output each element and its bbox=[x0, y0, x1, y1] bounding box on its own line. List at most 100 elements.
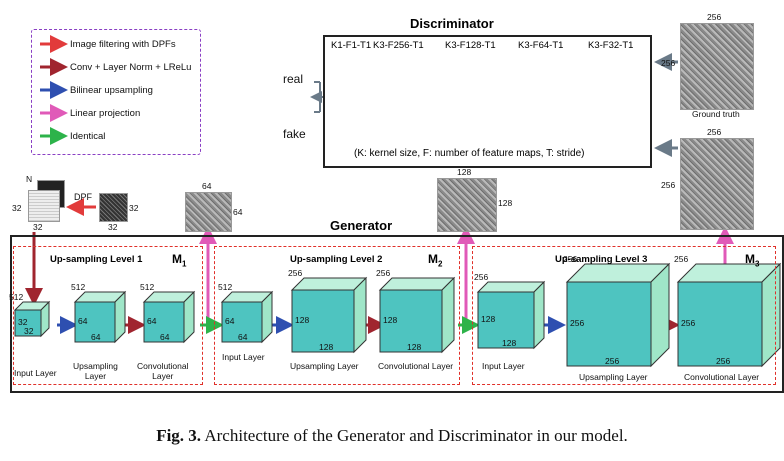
cube-side bbox=[114, 290, 126, 344]
cube-front-label: 256 bbox=[681, 318, 696, 328]
level1-out-top: 64 bbox=[202, 181, 212, 191]
cube-caption: Convolutional Layer bbox=[378, 361, 454, 371]
discriminator-title: Discriminator bbox=[410, 16, 494, 31]
cube-caption: Upsampling Layer bbox=[290, 361, 359, 371]
real-label: real bbox=[283, 72, 304, 86]
level-3-box bbox=[472, 246, 776, 385]
gt-size-top: 256 bbox=[707, 12, 722, 22]
generator-title: Generator bbox=[330, 218, 393, 233]
cube-front bbox=[74, 301, 116, 343]
disc-block-4-layer-4: Conv bbox=[629, 87, 639, 109]
cube-front bbox=[14, 309, 42, 337]
disc-layer-sigmoid: Sigmoid bbox=[335, 81, 345, 115]
level-3-m: M3 bbox=[745, 252, 760, 269]
disc-output-arrows bbox=[310, 81, 328, 113]
cube-depth-label: 512 bbox=[9, 292, 24, 302]
disc-block-2-layer-1: Max-pooling bbox=[445, 73, 455, 123]
disc-block-3-layer-1: Max-pooling bbox=[515, 73, 525, 123]
noise-input-image bbox=[28, 190, 60, 222]
disc-block-1-layer-1: Max-pooling bbox=[375, 73, 385, 123]
cube-front-label: 64 bbox=[78, 316, 88, 326]
cube-caption: Input Layer bbox=[14, 368, 57, 378]
cube-bottom-label: 64 bbox=[238, 332, 248, 342]
dpf-size-bottom: 32 bbox=[108, 222, 118, 232]
legend: Image filtering with DPFs Conv + Layer N… bbox=[31, 29, 201, 155]
noise-n-label: N bbox=[26, 174, 33, 184]
fake-size-left: 256 bbox=[661, 180, 676, 190]
disc-header-5: K3-F32-T1 bbox=[588, 40, 634, 51]
disc-block-4-layer-3: Layer Norm bbox=[613, 74, 623, 122]
cube-depth-label: 256 bbox=[474, 272, 489, 282]
disc-block-1-layer-2: Leaky ReLu bbox=[389, 73, 399, 123]
caption-text: Architecture of the Generator and Discri… bbox=[204, 426, 628, 445]
legend-item-dpf: Image filtering with DPFs bbox=[70, 39, 176, 50]
cube-caption: Input Layer bbox=[222, 352, 265, 362]
fake-size-top: 256 bbox=[707, 127, 722, 137]
disc-block-3-layer-4: Conv bbox=[559, 87, 569, 109]
noise-size-left: 32 bbox=[12, 203, 22, 213]
disc-block-3-layer-3: Layer Norm bbox=[543, 74, 553, 122]
dpf-size-right: 32 bbox=[129, 203, 139, 213]
level2-out-top: 128 bbox=[457, 167, 472, 177]
cube-depth-label: 256 bbox=[288, 268, 303, 278]
cube-front-label: 32 bbox=[18, 317, 28, 327]
level-2-box bbox=[214, 246, 460, 385]
discriminator-box bbox=[323, 35, 652, 168]
dpf-output-image bbox=[99, 193, 128, 222]
cube-side bbox=[533, 280, 545, 350]
disc-block-4-layer-1: Max-pooling bbox=[585, 73, 595, 123]
cube-front bbox=[677, 281, 763, 367]
level-3-title: Up-sampling Level 3 bbox=[555, 254, 648, 265]
cube-front-label: 256 bbox=[570, 318, 585, 328]
legend-item-identical: Identical bbox=[70, 131, 106, 142]
cube-bottom-label: 256 bbox=[605, 356, 620, 366]
figure-caption: Fig. 3. Architecture of the Generator an… bbox=[0, 426, 784, 446]
disc-block-2-layer-3: Layer Norm bbox=[473, 74, 483, 122]
disc-layer-conv: Conv bbox=[350, 87, 360, 109]
level-1-m: M1 bbox=[172, 252, 187, 269]
cube-side bbox=[40, 300, 50, 338]
fake-label: fake bbox=[283, 127, 306, 141]
discriminator-note: (K: kernel size, F: number of feature ma… bbox=[354, 148, 585, 159]
disc-block-3-layer-2: Leaky ReLu bbox=[529, 73, 539, 123]
disc-block-1-layer-4: Conv bbox=[419, 87, 429, 109]
cube-bottom-label: 64 bbox=[91, 332, 101, 342]
level-1-title: Up-sampling Level 1 bbox=[50, 254, 143, 265]
disc-header-1: K1-F1-T1 bbox=[331, 40, 372, 51]
disc-header-3: K3-F128-T1 bbox=[445, 40, 496, 51]
caption-label: Fig. 3. bbox=[156, 426, 202, 445]
level-1-box bbox=[13, 246, 203, 385]
generator-box bbox=[10, 235, 784, 393]
cube-front-label: 64 bbox=[147, 316, 157, 326]
level1-out-right: 64 bbox=[233, 207, 243, 217]
cube-bottom-label: 32 bbox=[24, 326, 34, 336]
cube-depth-label: 256 bbox=[674, 254, 689, 264]
cube-bottom-label: 128 bbox=[319, 342, 334, 352]
cube-depth-label: 512 bbox=[218, 282, 233, 292]
disc-block-4-layer-2: Leaky ReLu bbox=[599, 73, 609, 123]
cube-front-label: 64 bbox=[225, 316, 235, 326]
legend-item-conv: Conv + Layer Norm + LReLu bbox=[70, 62, 192, 73]
cube-side bbox=[261, 290, 273, 344]
cube-front-label: 128 bbox=[383, 315, 398, 325]
noise-size-bottom: 32 bbox=[33, 222, 43, 232]
cube-caption: Convolutional Layer bbox=[684, 372, 760, 382]
cube-bottom-label: 64 bbox=[160, 332, 170, 342]
cube-front-label: 128 bbox=[481, 314, 496, 324]
cube-front bbox=[143, 301, 185, 343]
cube-side bbox=[353, 276, 367, 354]
disc-block-2-layer-2: Leaky ReLu bbox=[459, 73, 469, 123]
cube-side bbox=[441, 276, 455, 354]
legend-arrows bbox=[40, 35, 68, 145]
cube-front bbox=[379, 289, 443, 353]
disc-block-1-layer-3: Layer Norm bbox=[403, 74, 413, 122]
cube-bottom-label: 128 bbox=[407, 342, 422, 352]
disc-header-2: K3-F256-T1 bbox=[373, 40, 424, 51]
cube-depth-label: 512 bbox=[71, 282, 86, 292]
ground-truth-image bbox=[680, 23, 754, 110]
legend-item-projection: Linear projection bbox=[70, 108, 141, 119]
legend-item-upsampling: Bilinear upsampling bbox=[70, 85, 153, 96]
level2-output-image bbox=[437, 178, 497, 232]
gt-size-left: 256 bbox=[661, 58, 676, 68]
